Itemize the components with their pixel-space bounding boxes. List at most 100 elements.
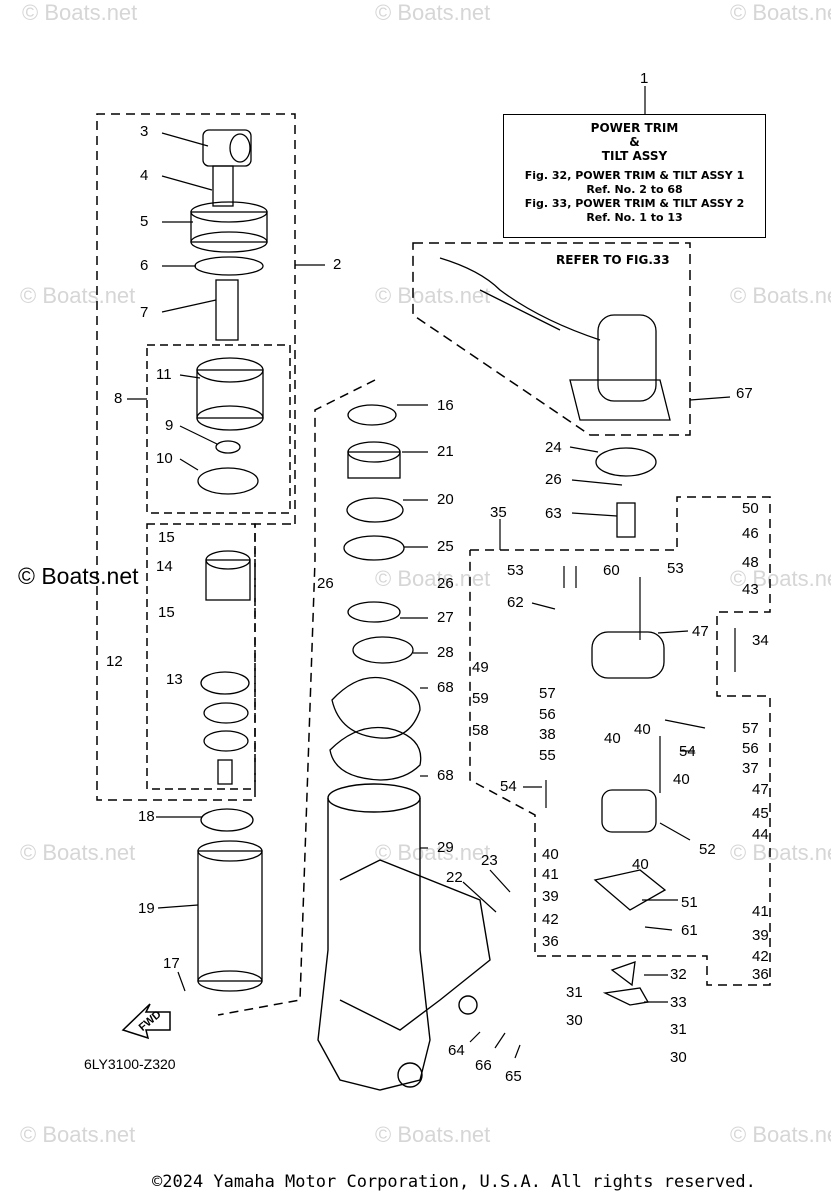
info-box-title-line: POWER TRIM	[590, 121, 679, 135]
callout-11: 11	[156, 366, 172, 383]
callout-40: 40	[604, 730, 621, 747]
housing-29	[317, 783, 491, 1091]
group-box-refer	[412, 242, 691, 436]
callout-53: 53	[507, 562, 524, 579]
callout-40: 40	[632, 856, 649, 873]
callout-39: 39	[542, 888, 559, 905]
callout-10: 10	[156, 450, 173, 467]
watermark: © Boats.net	[375, 566, 491, 591]
callout-37: 37	[742, 760, 759, 777]
oring-24	[595, 447, 657, 477]
group-box-12	[146, 523, 256, 790]
middle-column-parts	[329, 404, 422, 781]
callout-15: 15	[158, 529, 175, 546]
callout-23: 23	[481, 852, 498, 869]
callout-6: 6	[140, 257, 149, 274]
callout-2: 2	[333, 256, 342, 273]
callout-56: 56	[742, 740, 759, 757]
watermark: © Boats.net	[730, 566, 831, 591]
callout-9: 9	[165, 417, 174, 434]
callout-40: 40	[673, 771, 690, 788]
watermark: © Boats.net	[20, 283, 136, 308]
watermark: © Boats.net	[375, 283, 491, 308]
callout-8: 8	[114, 390, 123, 407]
rod-assembly	[190, 129, 268, 341]
piston-14	[200, 550, 254, 832]
callout-40: 40	[542, 846, 559, 863]
callout-21: 21	[437, 443, 454, 460]
copyright-text: ©2024 Yamaha Motor Corporation, U.S.A. A…	[152, 1172, 756, 1192]
callout-46: 46	[742, 525, 759, 542]
callout-42: 42	[752, 948, 769, 965]
callout-56: 56	[539, 706, 556, 723]
callout-54: 54	[679, 743, 696, 760]
callout-35: 35	[490, 504, 507, 521]
callout-16: 16	[437, 397, 454, 414]
callout-45: 45	[752, 805, 769, 822]
callout-41: 41	[542, 866, 559, 883]
brand-mark: © Boats.net	[18, 563, 139, 589]
callout-41: 41	[752, 903, 769, 920]
callout-22: 22	[446, 869, 463, 886]
callout-54: 54	[500, 778, 517, 795]
callout-19: 19	[138, 900, 155, 917]
callout-20: 20	[437, 491, 454, 508]
motor-assembly	[439, 257, 671, 421]
callout-3: 3	[140, 123, 149, 140]
callout-24: 24	[545, 439, 562, 456]
callout-34: 34	[752, 632, 769, 649]
diagram-code: 6LY3100-Z320	[84, 1056, 176, 1072]
callout-66: 66	[475, 1057, 492, 1074]
dash-column-line	[217, 379, 376, 1016]
callout-29: 29	[437, 839, 454, 856]
callout-27: 27	[437, 609, 454, 626]
cylinder-19	[197, 840, 263, 992]
callout-39: 39	[752, 927, 769, 944]
group-box-8	[146, 344, 291, 514]
callout-48: 48	[742, 554, 759, 571]
small-parts	[545, 566, 736, 808]
callout-58: 58	[472, 722, 489, 739]
refer-note: REFER TO FIG.33	[556, 253, 670, 267]
callout-51: 51	[681, 894, 698, 911]
watermark: © Boats.net	[20, 1122, 136, 1147]
info-box-line: Ref. No. 2 to 68	[586, 183, 683, 196]
callout-38: 38	[539, 726, 556, 743]
callout-18: 18	[138, 808, 155, 825]
callout-47: 47	[752, 781, 769, 798]
callout-50: 50	[742, 500, 759, 517]
callout-44: 44	[752, 826, 769, 843]
callout-42: 42	[542, 911, 559, 928]
callout-25: 25	[437, 538, 454, 555]
watermark: © Boats.net	[22, 0, 138, 25]
info-box-line: Fig. 33, POWER TRIM & TILT ASSY 2	[524, 197, 745, 210]
callout-26: 26	[437, 575, 454, 592]
callout-53: 53	[667, 560, 684, 577]
callout-28: 28	[437, 644, 454, 661]
watermark: © Boats.net	[730, 840, 831, 865]
callout-68: 68	[437, 767, 454, 784]
info-box-line: Ref. No. 1 to 13	[586, 211, 683, 224]
callout-13: 13	[166, 671, 183, 688]
watermark: © Boats.net	[20, 840, 136, 865]
callout-14: 14	[156, 558, 173, 575]
watermark: © Boats.net	[730, 1122, 831, 1147]
callout-31: 31	[566, 984, 583, 1001]
callout-32: 32	[670, 966, 687, 983]
watermark: © Boats.net	[730, 283, 831, 308]
callout-55: 55	[539, 747, 556, 764]
callout-26: 26	[545, 471, 562, 488]
watermark: © Boats.net	[375, 1122, 491, 1147]
callout-7: 7	[140, 304, 149, 321]
callout-59: 59	[472, 690, 489, 707]
watermark: © Boats.net	[375, 840, 491, 865]
callout-12: 12	[106, 653, 123, 670]
info-box-title-line: &	[629, 135, 640, 149]
callout-52: 52	[699, 841, 716, 858]
watermark: © Boats.net	[730, 0, 831, 25]
info-box: POWER TRIM & TILT ASSY Fig. 32, POWER TR…	[503, 114, 766, 238]
callout-67: 67	[736, 385, 753, 402]
callout-1: 1	[640, 70, 649, 87]
callout-31: 31	[670, 1021, 687, 1038]
